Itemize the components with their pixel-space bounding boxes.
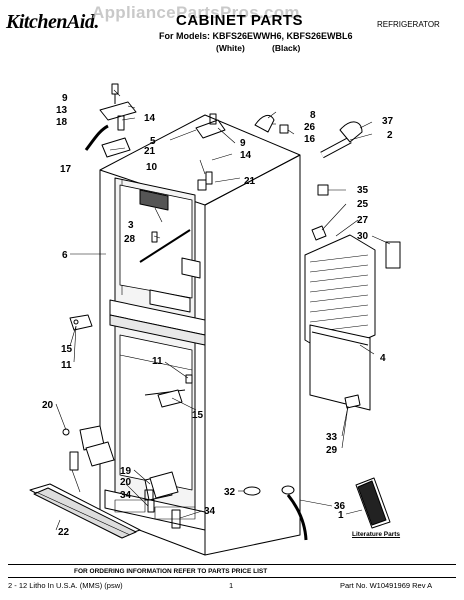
- callout-6: 6: [62, 250, 68, 261]
- callout-21a: 21: [144, 146, 156, 157]
- callout-14b: 14: [240, 150, 252, 161]
- callout-10: 10: [146, 162, 158, 173]
- callout-26: 26: [304, 122, 316, 133]
- callout-4: 4: [380, 353, 386, 364]
- callout-15b: 15: [192, 410, 204, 421]
- interior-parts: [139, 189, 201, 408]
- models-line: For Models: KBFS26EWWH6, KBFS26EWBL6: [159, 31, 353, 41]
- callout-9a: 9: [62, 93, 68, 104]
- watermark: AppliancePartsPros.com: [92, 3, 300, 22]
- top-hinge-center: [195, 113, 226, 191]
- category-label: REFRIGERATOR: [377, 20, 440, 29]
- callout-11b: 11: [152, 356, 163, 367]
- handle-parts: [254, 114, 363, 159]
- callout-29: 29: [326, 445, 338, 456]
- brand-logo: KitchenAid.: [6, 11, 99, 33]
- callout-20a: 20: [42, 400, 54, 411]
- callout-28: 28: [124, 234, 136, 245]
- callout-34a: 34: [120, 490, 132, 501]
- litho-line: 2 - 12 Litho In U.S.A. (MMS) (psw): [8, 581, 123, 590]
- callout-14a: 14: [144, 113, 156, 124]
- leveling-feet: [69, 441, 181, 529]
- callout-36: 36: [334, 501, 346, 512]
- callout-34b: 34: [204, 506, 216, 517]
- callout-35: 35: [357, 185, 369, 196]
- callout-15a: 15: [61, 344, 73, 355]
- literature-parts-label: Literature Parts: [352, 531, 401, 538]
- callout-17: 17: [60, 164, 72, 175]
- callout-1: 1: [338, 510, 344, 521]
- callout-18: 18: [56, 117, 68, 128]
- footer-rule-top: [8, 564, 456, 565]
- cap-32: [243, 486, 261, 496]
- callout-33: 33: [326, 432, 338, 443]
- document-part-number: Part No. W10491969 Rev A: [340, 581, 433, 590]
- callout-19: 19: [120, 466, 132, 477]
- callout-32: 32: [224, 487, 236, 498]
- footer-rule-bottom: [8, 577, 456, 578]
- page-title: CABINET PARTS: [176, 12, 304, 29]
- callout-22: 22: [58, 527, 70, 538]
- callout-30: 30: [357, 231, 369, 242]
- water-tube: [281, 485, 308, 541]
- page-number: 1: [229, 581, 234, 590]
- callout-3: 3: [128, 220, 134, 231]
- variant-black-label: (Black): [272, 43, 301, 53]
- callout-8: 8: [310, 110, 316, 121]
- callout-27: 27: [357, 215, 369, 226]
- ordering-info: FOR ORDERING INFORMATION REFER TO PARTS …: [74, 568, 268, 575]
- callout-5: 5: [150, 136, 156, 147]
- callout-25: 25: [357, 199, 369, 210]
- callout-2: 2: [387, 130, 393, 141]
- variant-white-label: (White): [216, 43, 245, 53]
- callout-11a: 11: [61, 360, 72, 371]
- lower-cover-panel: [309, 324, 371, 411]
- callout-16: 16: [304, 134, 316, 145]
- callout-9b: 9: [240, 138, 246, 149]
- top-hinge-left: [84, 83, 137, 158]
- cabinet-body: [99, 114, 301, 556]
- callout-37: 37: [382, 116, 394, 127]
- literature-parts: [355, 477, 391, 529]
- callout-21b: 21: [244, 176, 256, 187]
- callout-labels: 9 13 18 17 14 21 5 9 10 14 8 26 16 37 2 …: [42, 93, 394, 538]
- callout-13: 13: [56, 105, 68, 116]
- toe-grille: [29, 483, 141, 539]
- callout-20b: 20: [120, 477, 132, 488]
